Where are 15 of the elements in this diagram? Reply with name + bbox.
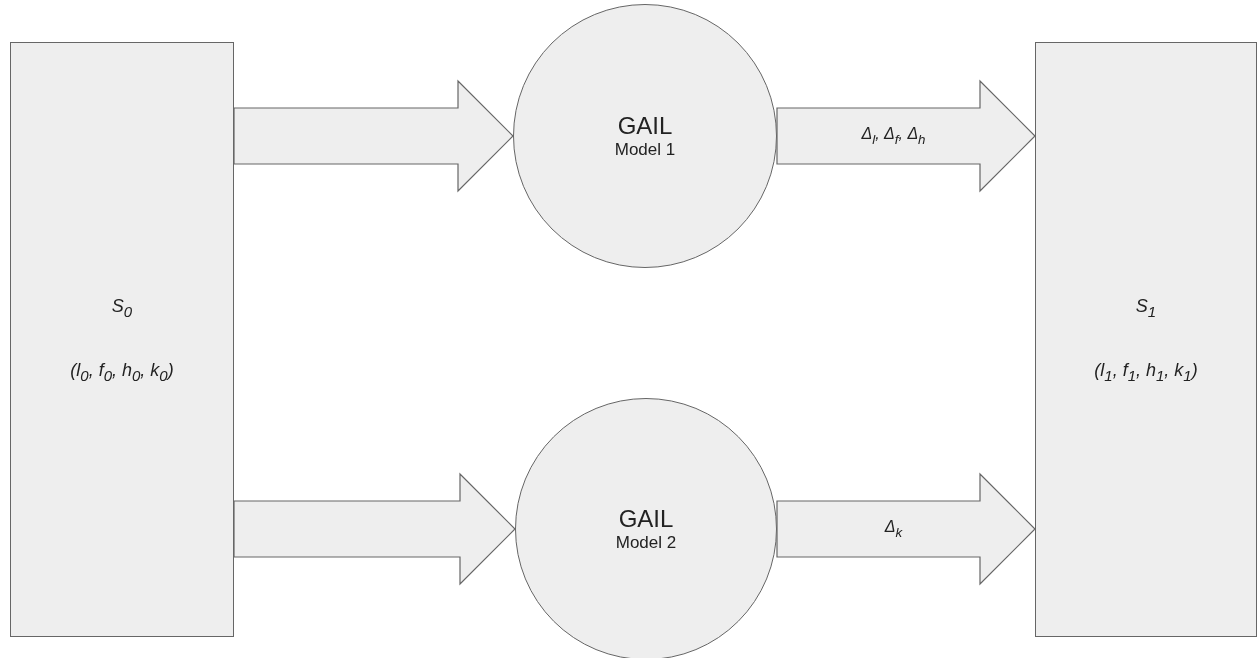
state-box [10,42,234,637]
block-arrow [233,79,514,193]
state-variables: (l$_{0}$, f$_{0}$, h$_{0}$, k$_{0}$) [70,359,174,384]
state-box [1035,42,1257,637]
block-arrow [776,79,1036,193]
model-name: GAIL [618,505,674,533]
state-variables: (l$_{1}$, f$_{1}$, h$_{1}$, k$_{1}$) [1094,359,1198,384]
model-number: Model 2 [615,533,677,553]
block-arrow [233,472,516,586]
state-name: S$_{0}$ [111,295,133,320]
block-arrow [776,472,1036,586]
model-number: Model 1 [614,140,676,160]
state-name: S$_{1}$ [1135,295,1157,320]
model-name: GAIL [617,112,673,140]
edge-label: Δ$_{l}$, Δ$_{f}$, Δ$_{h}$ [861,125,926,147]
